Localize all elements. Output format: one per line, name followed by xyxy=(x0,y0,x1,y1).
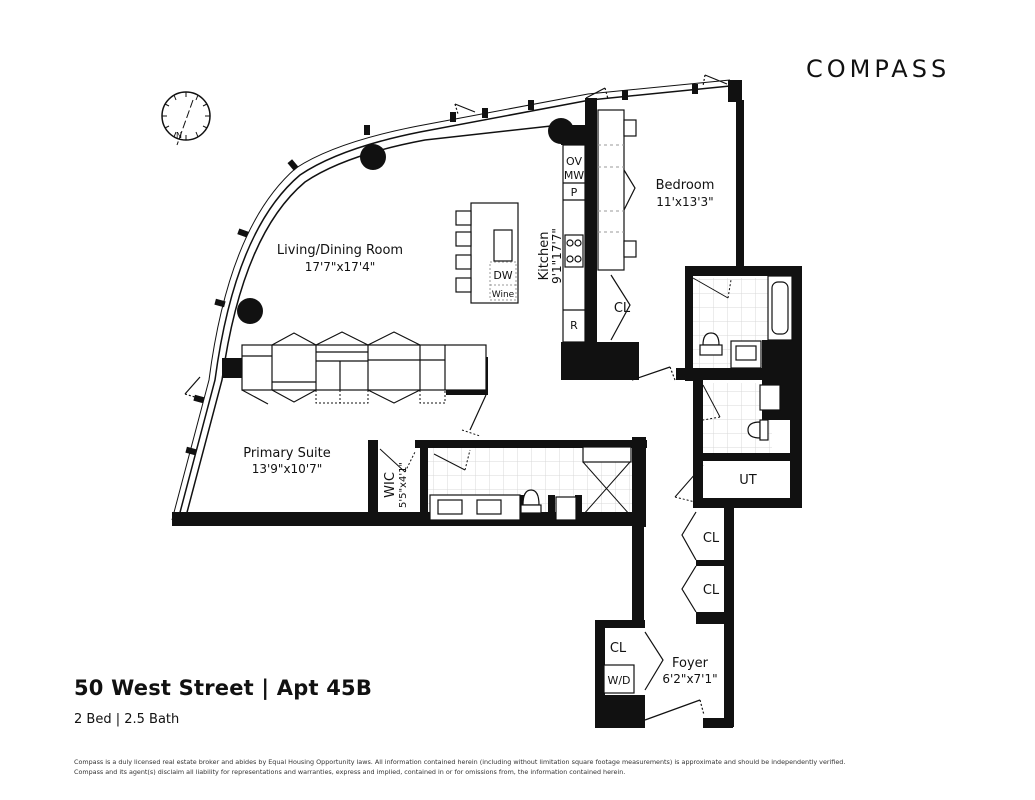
compass-logo: COMPASS xyxy=(806,55,951,83)
svg-text:11'x13'3": 11'x13'3" xyxy=(656,195,713,209)
svg-text:Wine: Wine xyxy=(492,290,515,300)
svg-text:CL: CL xyxy=(610,641,627,656)
svg-text:CL: CL xyxy=(703,583,720,598)
svg-text:13'9"x10'7": 13'9"x10'7" xyxy=(252,462,323,476)
room-label-kitchen: Kitchen xyxy=(537,232,552,281)
svg-text:P: P xyxy=(571,186,578,199)
svg-text:DW: DW xyxy=(493,269,512,282)
svg-text:CL: CL xyxy=(703,531,720,546)
svg-text:R: R xyxy=(570,319,578,332)
room-label-wic: WIC xyxy=(383,472,398,498)
listing-subtitle: 2 Bed | 2.5 Bath xyxy=(74,712,180,727)
closet-label: CL xyxy=(614,301,631,316)
room-label-primary: Primary Suite xyxy=(243,446,331,461)
svg-text:MW: MW xyxy=(564,169,584,182)
washer-dryer-label: W/D xyxy=(607,674,630,687)
listing-title: 50 West Street | Apt 45B xyxy=(74,676,373,700)
svg-text:6'2"x7'1": 6'2"x7'1" xyxy=(662,672,717,686)
svg-text:17'7"x17'4": 17'7"x17'4" xyxy=(305,260,376,274)
room-label-bedroom: Bedroom xyxy=(656,178,715,193)
svg-text:9'1"17'7": 9'1"17'7" xyxy=(550,228,564,284)
compass-rose-icon: N xyxy=(161,91,211,146)
svg-text:OV: OV xyxy=(566,155,582,168)
room-label-living: Living/Dining Room xyxy=(277,243,403,258)
room-label-foyer: Foyer xyxy=(672,656,709,671)
disclaimer: Compass is a duly licensed real estate b… xyxy=(74,758,846,776)
svg-text:N: N xyxy=(176,131,182,140)
svg-text:5'5"x4'1": 5'5"x4'1" xyxy=(398,462,409,508)
utility-label: UT xyxy=(739,473,757,488)
